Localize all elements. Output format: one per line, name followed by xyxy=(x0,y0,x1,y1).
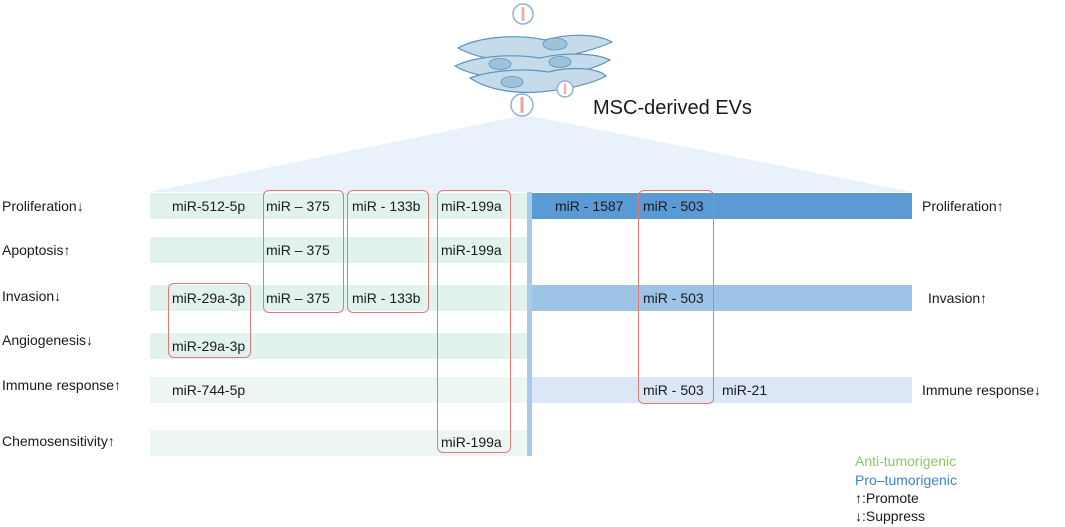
legend-suppress: ↓:Suppress xyxy=(855,508,926,524)
legend-pro-tumorigenic: Pro–tumorigenic xyxy=(855,472,957,488)
label-invasion-down: Invasion↓ xyxy=(2,288,62,304)
ev-vesicle-bottom xyxy=(510,93,534,117)
mirna-199a-chemosensitivity: miR-199a xyxy=(441,434,502,450)
label-chemosensitivity-up: Chemosensitivity↑ xyxy=(2,433,115,449)
mirna-512-5p: miR-512-5p xyxy=(172,198,246,214)
mirna-503-immune: miR - 503 xyxy=(643,382,704,398)
legend-anti-tumorigenic: Anti-tumorigenic xyxy=(855,453,957,469)
label-invasion-up: Invasion↑ xyxy=(928,290,988,306)
highlight-box-mir-375 xyxy=(263,190,344,313)
mirna-1587: miR - 1587 xyxy=(555,198,624,214)
pro-band-invasion xyxy=(532,285,912,311)
mirna-375-invasion: miR – 375 xyxy=(266,290,330,306)
anti-band-invasion xyxy=(150,285,527,311)
highlight-box-mir-199a xyxy=(437,190,511,453)
msc-cells-illustration xyxy=(150,3,912,192)
center-divider xyxy=(527,192,532,456)
ev-projection-fan xyxy=(150,115,912,192)
msc-cell-cluster xyxy=(453,34,614,94)
pro-band-proliferation xyxy=(532,193,912,219)
anti-band-immune xyxy=(150,377,527,403)
mirna-503-invasion: miR - 503 xyxy=(643,290,704,306)
mirna-133b-proliferation: miR - 133b xyxy=(352,198,421,214)
highlight-box-mir-29a-3p xyxy=(168,283,251,358)
diagram-title: MSC-derived EVs xyxy=(593,97,752,119)
anti-band-angiogenesis xyxy=(150,333,527,359)
mirna-133b-invasion: miR - 133b xyxy=(352,290,421,306)
cell-nuclei xyxy=(488,37,572,88)
pro-band-immune xyxy=(532,377,912,403)
label-immune-up: Immune response↑ xyxy=(2,377,122,393)
mirna-375-apoptosis: miR – 375 xyxy=(266,242,330,258)
mirna-29a-3p-angiogenesis: miR-29a-3p xyxy=(172,338,246,354)
anti-band-chemo xyxy=(150,430,527,456)
mirna-503-proliferation: miR - 503 xyxy=(643,198,704,214)
label-apoptosis-up: Apoptosis↑ xyxy=(2,242,71,258)
mirna-744-5p: miR-744-5p xyxy=(172,382,246,398)
label-immune-down: Immune response↓ xyxy=(922,382,1042,398)
label-angiogenesis-down: Angiogenesis↓ xyxy=(2,332,94,348)
mirna-375-proliferation: miR – 375 xyxy=(266,198,330,214)
anti-band-proliferation xyxy=(150,193,527,219)
mirna-29a-3p-invasion: miR-29a-3p xyxy=(172,290,246,306)
mirna-199a-apoptosis: miR-199a xyxy=(441,242,502,258)
legend-promote: ↑:Promote xyxy=(855,490,919,506)
anti-band-apoptosis xyxy=(150,237,527,263)
label-proliferation-up: Proliferation↑ xyxy=(922,198,1004,214)
mirna-21: miR-21 xyxy=(722,382,768,398)
ev-vesicle-top xyxy=(512,3,534,25)
highlight-box-mir-503 xyxy=(638,190,714,404)
mirna-199a-proliferation: miR-199a xyxy=(441,198,502,214)
label-proliferation-down: Proliferation↓ xyxy=(2,198,84,214)
highlight-box-mir-133b xyxy=(347,190,429,313)
ev-vesicle-right xyxy=(556,80,574,98)
